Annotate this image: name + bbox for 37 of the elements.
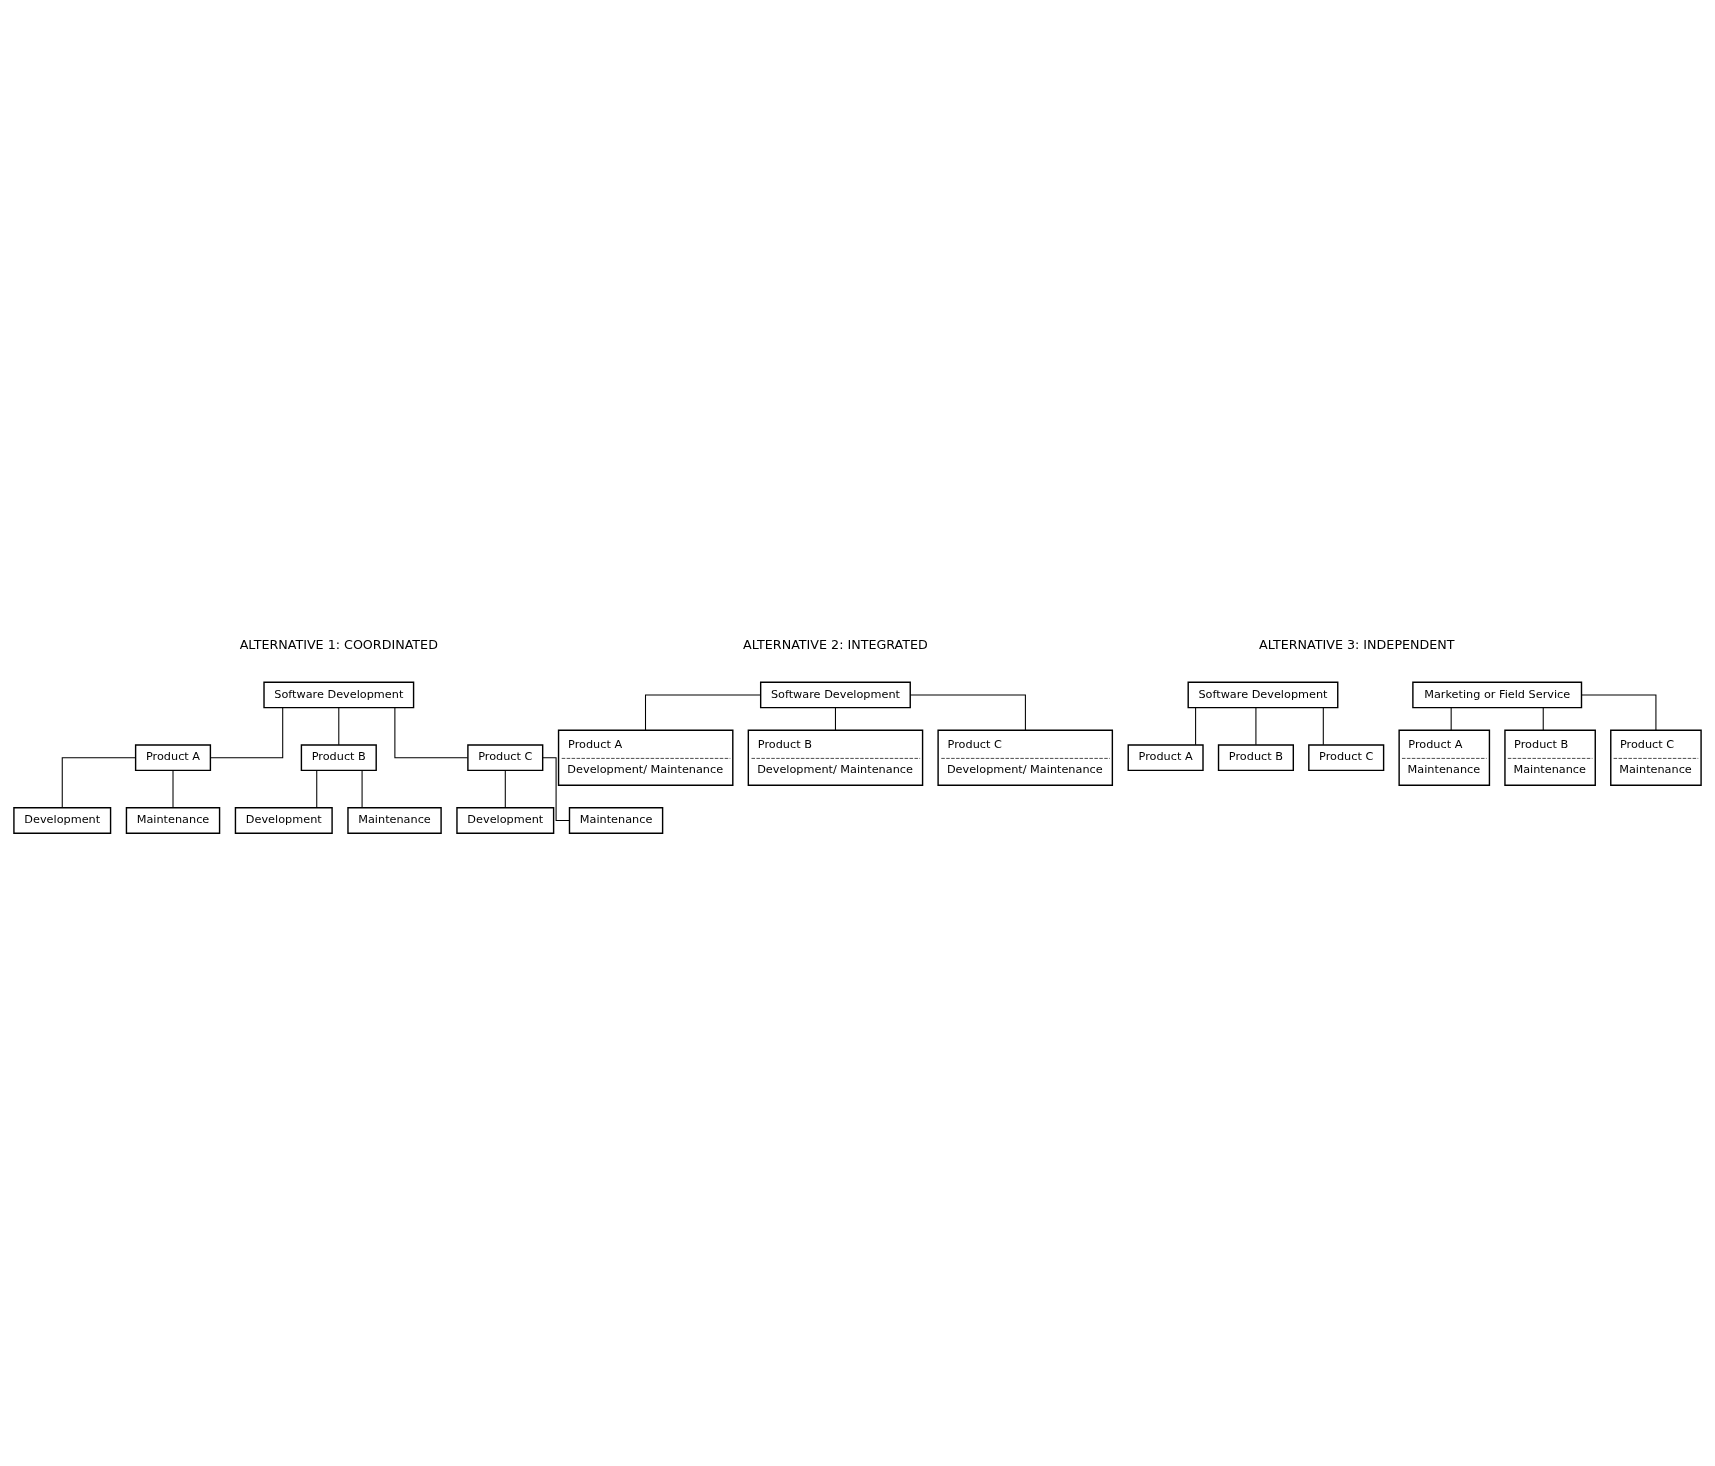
connector: [1322, 707, 1324, 746]
label: ALTERNATIVE 2: INTEGRATED: [743, 637, 928, 653]
node-box: Maintenance: [347, 807, 442, 834]
node-box: Marketing or Field Service: [1412, 681, 1583, 709]
connector: [504, 769, 506, 809]
connector: [644, 694, 762, 731]
connector: [209, 707, 284, 759]
node-box: Product B: [1217, 744, 1294, 772]
connector: [1255, 707, 1257, 746]
label: ALTERNATIVE 1: COORDINATED: [239, 637, 438, 653]
node-box: Software Development: [263, 681, 415, 709]
node-box: Product A: [134, 744, 212, 772]
node-box: Product A: [1127, 744, 1204, 772]
node-box: Software Development: [1187, 681, 1339, 709]
connector: [338, 707, 340, 746]
label: ALTERNATIVE 3: INDEPENDENT: [1259, 637, 1455, 653]
connector: [172, 769, 174, 809]
node-box: Development: [234, 807, 333, 834]
node-box: Software Development: [759, 681, 911, 709]
node-box: Product C: [1308, 744, 1385, 772]
node-box: Maintenance: [125, 807, 221, 834]
connector: [1195, 707, 1197, 746]
node-box: Development: [13, 807, 112, 834]
connector: [1542, 707, 1544, 731]
connector: [1450, 707, 1452, 731]
connector: [909, 694, 1026, 731]
connector: [394, 707, 469, 759]
connector: [361, 769, 363, 809]
node-box: Product B: [300, 744, 377, 772]
node-box: Development: [456, 807, 555, 834]
node-box: Product C: [467, 744, 544, 772]
connector: [542, 757, 570, 821]
connector: [834, 707, 836, 731]
connector: [61, 757, 137, 809]
connector: [316, 769, 318, 809]
node-box: Maintenance: [568, 807, 664, 834]
connector: [1581, 694, 1657, 731]
